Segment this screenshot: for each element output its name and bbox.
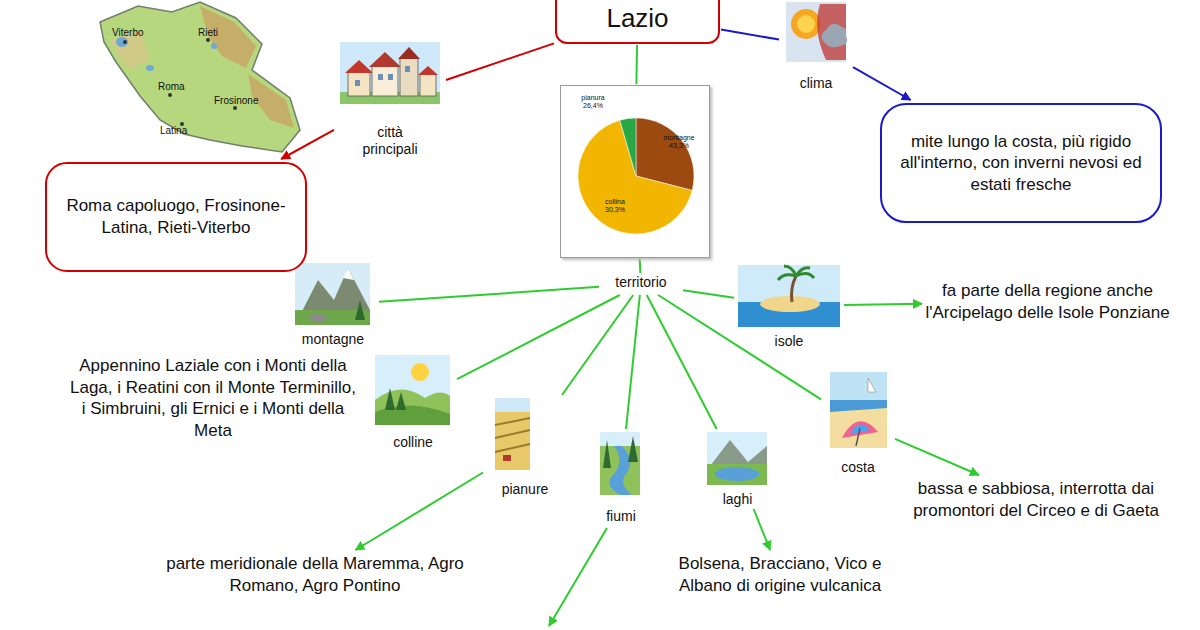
coast-icon	[830, 372, 887, 448]
plains-text: parte meridionale della Maremma, Agro Ro…	[140, 553, 490, 596]
region-map	[100, 2, 300, 152]
hills-icon	[375, 355, 450, 425]
node-label: fa parte della regione anche l'Arcipelag…	[925, 280, 1170, 323]
node-label: mite lungo la costa, più rigido all'inte…	[894, 131, 1148, 196]
plains-node: pianure	[484, 396, 566, 498]
city-node: città principali	[335, 40, 445, 158]
pie-graphic	[561, 86, 711, 259]
node-label: laghi	[721, 491, 755, 508]
hills-node: colline	[370, 353, 456, 451]
pie-slice	[620, 118, 636, 176]
pie-chart: pianura 26,4% montagne 43,3% collina 30,3%	[560, 85, 710, 258]
map-city-label: Rieti	[198, 28, 218, 38]
coast-node: costa	[822, 370, 894, 476]
connector	[446, 43, 554, 80]
cities-box: Roma capoluogo, Frosinone-Latina, Rieti-…	[45, 162, 307, 272]
connector	[754, 509, 771, 550]
river-icon	[600, 432, 640, 495]
node-label: costa	[839, 459, 876, 476]
climate-icon	[786, 2, 847, 62]
node-label: pianure	[500, 481, 551, 498]
island-icon	[738, 265, 840, 327]
pie-label: montagne 43,3%	[657, 134, 701, 149]
coast-text: bassa e sabbiosa, interrotta dai promont…	[905, 478, 1167, 521]
connector	[683, 290, 734, 298]
connector	[844, 304, 922, 305]
mountains-node: montagne	[288, 262, 378, 348]
islands-text: fa parte della regione anche l'Arcipelag…	[925, 280, 1170, 323]
node-label: Bolsena, Bracciano, Vico e Albano di ori…	[655, 553, 905, 596]
map-city-label: Roma	[158, 82, 185, 92]
territory-node: territorio	[600, 274, 682, 294]
connector	[658, 295, 821, 399]
map-city-label: Latina	[160, 126, 187, 136]
connector	[562, 295, 633, 395]
node-label: isole	[773, 333, 806, 350]
connector	[626, 295, 640, 429]
river-leader	[549, 528, 607, 626]
mountain-icon	[295, 263, 370, 325]
lake-icon	[707, 432, 767, 485]
plains-icon	[495, 398, 530, 470]
rivers-node: fiumi	[592, 430, 650, 525]
node-label: Appennino Laziale con i Monti della Laga…	[66, 355, 360, 441]
node-label: territorio	[613, 274, 668, 290]
connector	[639, 259, 642, 273]
connector	[457, 295, 620, 379]
islands-node: isole	[735, 262, 843, 350]
connector	[853, 67, 911, 100]
climate-box: mite lungo la costa, più rigido all'inte…	[880, 103, 1162, 223]
connector	[281, 130, 334, 159]
pie-label: collina 30,3%	[595, 198, 635, 213]
connector	[895, 439, 979, 475]
node-label: città principali	[348, 124, 432, 158]
node-label: clima	[798, 75, 835, 92]
connector	[647, 295, 717, 429]
connector	[635, 45, 638, 84]
pie-label: pianura 26,4%	[573, 94, 613, 109]
node-label: Roma capoluogo, Frosinone-Latina, Rieti-…	[59, 195, 293, 238]
node-label: parte meridionale della Maremma, Agro Ro…	[140, 553, 490, 596]
lakes-node: laghi	[700, 430, 775, 508]
node-label: montagne	[300, 331, 366, 348]
lakes-text: Bolsena, Bracciano, Vico e Albano di ori…	[655, 553, 905, 596]
map-city-label: Frosinone	[214, 96, 258, 106]
climate-node: clima	[780, 0, 852, 92]
connector	[379, 287, 599, 302]
mountains-text: Appennino Laziale con i Monti della Laga…	[66, 355, 360, 441]
map-city-label: Viterbo	[112, 28, 144, 38]
title-box: Lazio	[555, 0, 720, 44]
city-icon	[340, 42, 440, 104]
connector	[355, 473, 483, 550]
node-label: fiumi	[604, 508, 638, 525]
node-label: bassa e sabbiosa, interrotta dai promont…	[905, 478, 1167, 521]
node-label: Lazio	[606, 4, 668, 33]
node-label: colline	[391, 434, 435, 451]
connector	[721, 30, 779, 40]
